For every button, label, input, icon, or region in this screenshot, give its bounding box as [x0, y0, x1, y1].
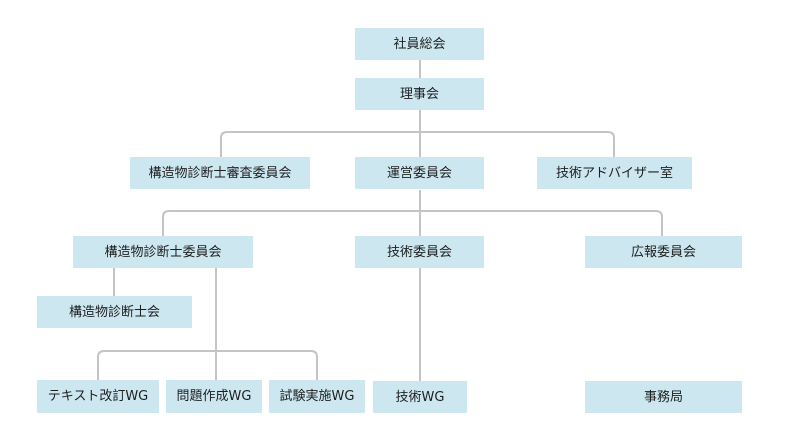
node-diagnostician-committee: 構造物診断士委員会: [73, 236, 253, 268]
node-general-assembly: 社員総会: [355, 28, 484, 60]
node-management-committee: 運営委員会: [355, 157, 484, 189]
node-review-committee: 構造物診断士審査委員会: [130, 157, 310, 189]
node-tech-advisory-office: 技術アドバイザー室: [537, 157, 692, 189]
node-text-revision-wg: テキスト改訂WG: [37, 380, 159, 413]
node-board: 理事会: [355, 78, 484, 110]
node-technical-committee: 技術委員会: [355, 236, 484, 268]
connector-level3-bar: [162, 210, 663, 236]
connector-wg-bar: [97, 350, 318, 380]
connector-level2-bar: [220, 131, 615, 157]
node-question-creation-wg: 問題作成WG: [166, 380, 262, 413]
node-diagnostician-association: 構造物診断士会: [37, 296, 192, 328]
node-secretariat: 事務局: [585, 381, 742, 413]
node-pr-committee: 広報委員会: [585, 236, 742, 268]
node-technical-wg: 技術WG: [373, 381, 467, 413]
node-exam-wg: 試験実施WG: [269, 380, 365, 413]
